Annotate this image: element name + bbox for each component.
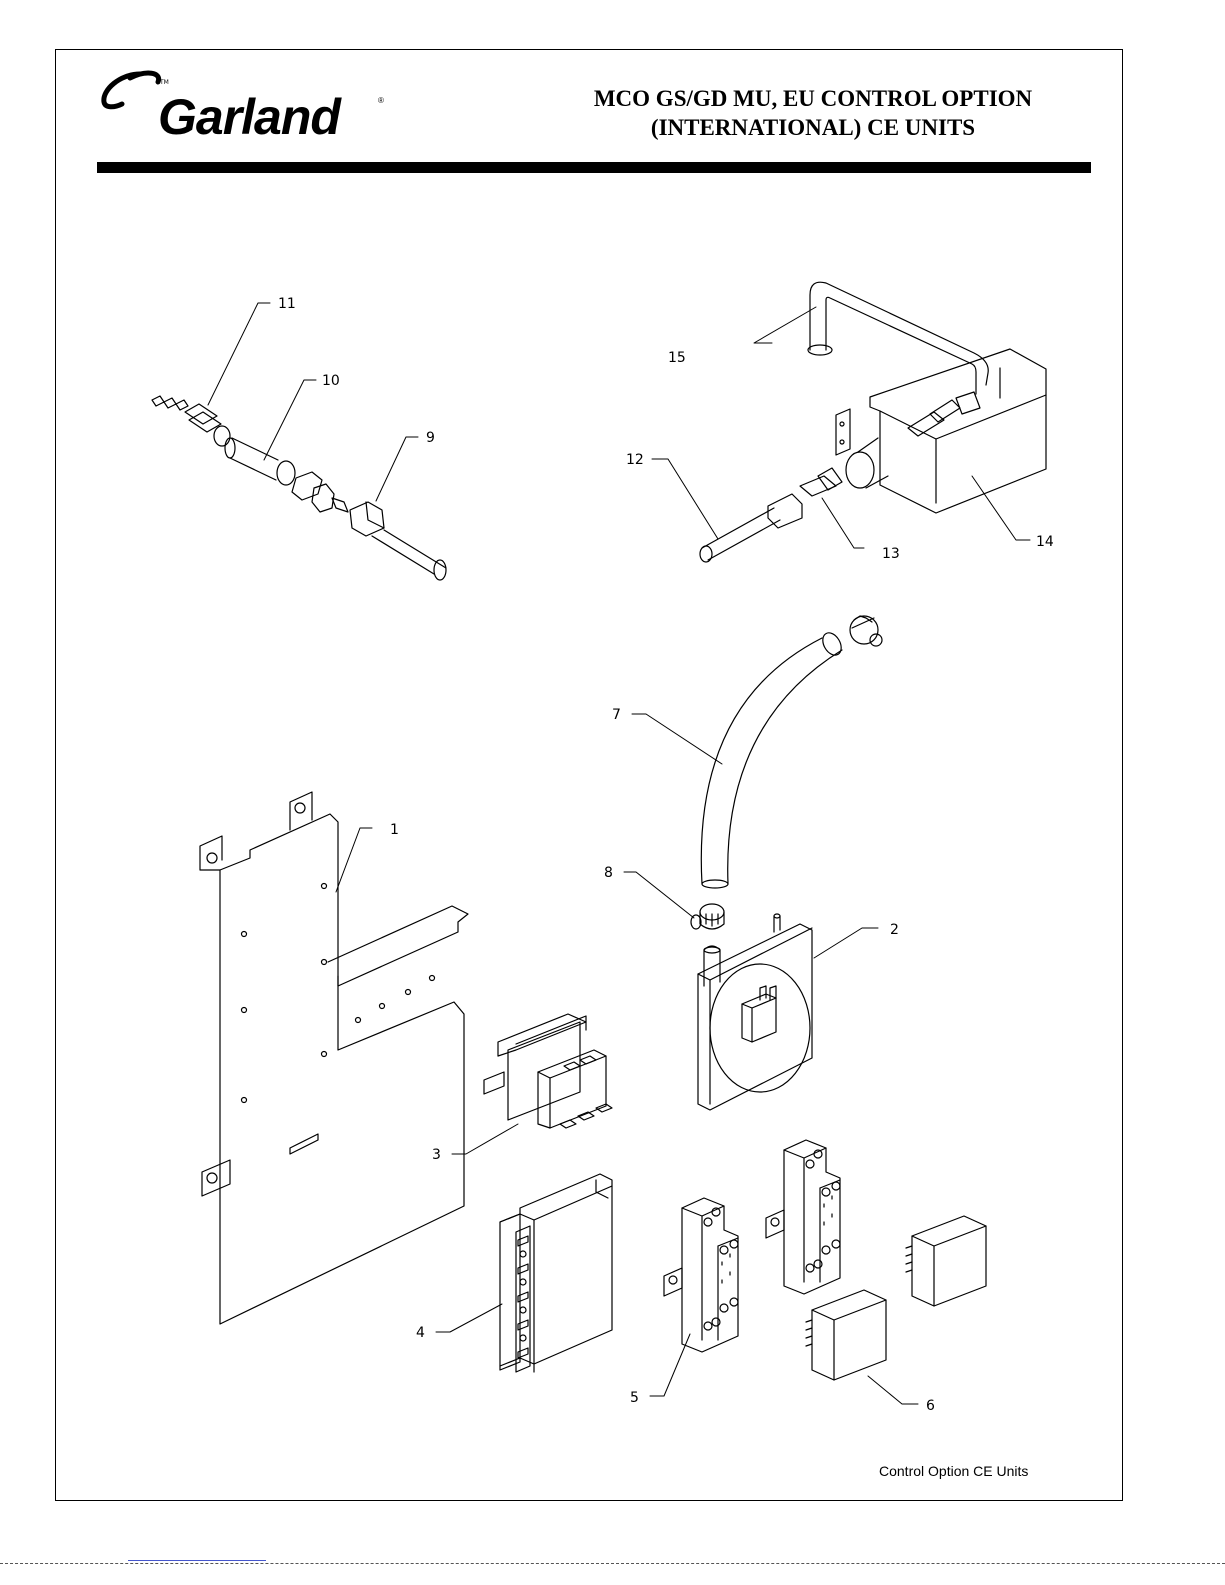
page-bottom-link[interactable] <box>128 1560 266 1561</box>
callout-5: 5 <box>630 1390 639 1406</box>
relay-socket-back <box>766 1140 840 1294</box>
relay-socket-front <box>664 1198 738 1352</box>
page-bottom-rule <box>0 1563 1225 1564</box>
callout-13: 13 <box>882 546 900 562</box>
mounting-plate <box>200 792 468 1324</box>
relay-back <box>906 1216 986 1306</box>
callout-2: 2 <box>890 922 899 938</box>
footer-label: Control Option CE Units <box>879 1463 1028 1479</box>
callout-3: 3 <box>432 1147 441 1163</box>
fitting-assembly-left <box>152 396 446 580</box>
callout-11: 11 <box>278 296 296 312</box>
pressure-hose <box>701 616 882 888</box>
relay-front <box>806 1290 886 1380</box>
callout-7: 7 <box>612 707 621 723</box>
callout-15: 15 <box>668 350 686 366</box>
leader-lines <box>208 303 1030 1404</box>
pressure-switch <box>691 904 812 1110</box>
manifold-assembly <box>700 282 1046 562</box>
callout-12: 12 <box>626 452 644 468</box>
callout-14: 14 <box>1036 534 1054 550</box>
callout-8: 8 <box>604 865 613 881</box>
ignition-module <box>500 1174 612 1372</box>
callout-4: 4 <box>416 1325 425 1341</box>
callout-10: 10 <box>322 373 340 389</box>
callout-9: 9 <box>426 430 435 446</box>
callout-6: 6 <box>926 1398 935 1414</box>
transformer <box>484 1014 612 1128</box>
callout-1: 1 <box>390 822 399 838</box>
